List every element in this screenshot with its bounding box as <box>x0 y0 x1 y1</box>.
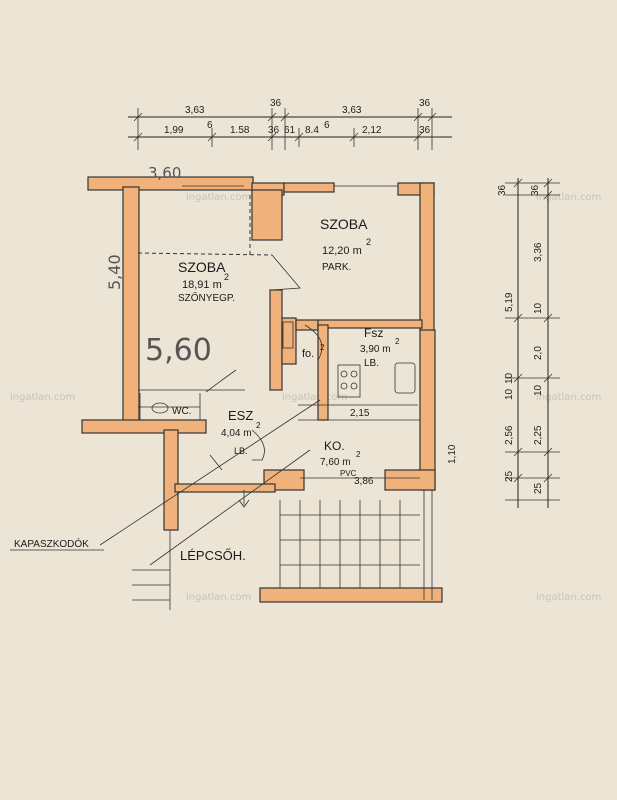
watermark: ingatlan.com <box>186 192 251 203</box>
dim-row2-7: 6 <box>324 120 330 131</box>
room1-area: 18,91 m <box>182 279 222 291</box>
bath-area: 3,90 m <box>360 344 391 355</box>
hand-note-room: 5,60 <box>145 333 212 368</box>
watermark: ingatlan.com <box>282 392 347 403</box>
top-dimension-chain: 3,63 36 3,63 36 1,99 6 1.58 36 61 8.4 6 … <box>128 98 452 150</box>
dim-top-4: 36 <box>419 98 431 109</box>
handwritten-notes: 3,60 5,40 5,60 <box>105 164 212 368</box>
dim-right-2: 36 <box>530 184 541 196</box>
hall-area-sup: 2 <box>256 421 261 430</box>
handrail-callout: KAPASZKODÓK <box>10 537 104 551</box>
watermark: ingatlan.com <box>186 592 251 603</box>
hand-note-left: 5,40 <box>105 254 124 290</box>
dim-row2-2: 6 <box>207 120 213 131</box>
room2-area: 12,20 m <box>322 245 362 257</box>
bath-note: LB. <box>364 358 379 369</box>
pantry-sup: 2 <box>320 343 325 352</box>
hall-note: LB. <box>234 446 248 456</box>
interior-lines <box>99 185 433 610</box>
dim-right-3: 3,36 <box>533 242 544 262</box>
kitchen-area-sup: 2 <box>356 450 361 459</box>
right-dimension-chain: 36 36 3,36 5,19 10 10 2,0 10 10 2,56 2,2… <box>497 178 560 508</box>
side-height-dim: 1,10 <box>447 444 458 464</box>
dim-top-2: 36 <box>270 98 282 109</box>
handrail-label: KAPASZKODÓK <box>14 537 89 550</box>
walls <box>81 176 443 603</box>
dim-row2-5: 61 <box>284 125 296 136</box>
room2-area-sup: 2 <box>366 237 371 247</box>
hall-name: ESZ <box>228 408 253 423</box>
bath-name: Fsz <box>364 326 383 340</box>
dim-right-1: 36 <box>497 184 508 196</box>
hand-note-top: 3,60 <box>148 164 181 182</box>
kitchen-area: 7,60 m <box>320 457 351 468</box>
kitchen-note: PVC <box>340 469 357 478</box>
watermark: ingatlan.com <box>536 192 601 203</box>
dim-right-4: 5,19 <box>504 292 515 312</box>
pantry-name: fo. <box>302 348 314 360</box>
dim-row2-6: 8.4 <box>305 125 319 136</box>
dim-right-11: 2,25 <box>533 425 544 445</box>
dim-right-9: 10 <box>504 388 515 400</box>
dim-row2-8: 2,12 <box>362 125 382 136</box>
room2-name: SZOBA <box>320 216 368 232</box>
kitchen-name: KO. <box>324 439 345 453</box>
dim-row2-1: 1,99 <box>164 125 184 136</box>
room-labels: SZOBA 18,91 m 2 SZŐNYEGP. SZOBA 12,20 m … <box>172 216 458 563</box>
dim-right-12: 25 <box>504 470 515 482</box>
dim-right-5: 10 <box>533 302 544 314</box>
dim-right-13: 25 <box>533 482 544 494</box>
watermark: ingatlan.com <box>536 592 601 603</box>
dim-top-1: 3,63 <box>185 105 205 116</box>
dim-right-7: 2,0 <box>533 346 544 360</box>
watermark: ingatlan.com <box>10 392 75 403</box>
dim-top-3: 3,63 <box>342 105 362 116</box>
dim-right-10: 2,56 <box>504 425 515 445</box>
stairs-name: LÉPCSŐH. <box>180 548 246 563</box>
kitchen-width-dim: 2,15 <box>350 408 370 419</box>
dim-right-8: 10 <box>533 384 544 396</box>
room1-note: SZŐNYEGP. <box>178 290 235 304</box>
wc-name: WC. <box>172 406 191 417</box>
dim-right-6: 10 <box>504 372 515 384</box>
bath-area-sup: 2 <box>395 337 400 346</box>
room1-area-sup: 2 <box>224 272 229 282</box>
watermark: ingatlan.com <box>536 392 601 403</box>
dim-row2-3: 1.58 <box>230 125 250 136</box>
room2-note: PARK. <box>322 262 351 273</box>
kitchen-depth-dim: 3,86 <box>354 476 374 487</box>
dim-row2-9: 36 <box>419 125 431 136</box>
room1-name: SZOBA <box>178 259 226 275</box>
dim-row2-4: 36 <box>268 125 280 136</box>
hall-area: 4,04 m <box>221 428 252 439</box>
